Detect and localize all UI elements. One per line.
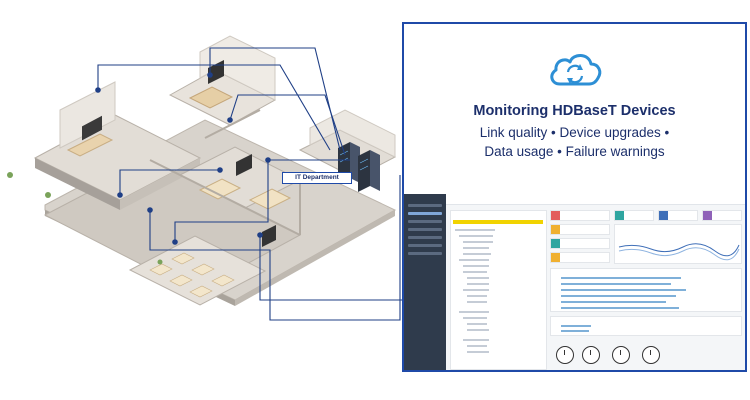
upper-room-screen [208,60,224,84]
device-tree-selected [453,220,543,224]
device-node [95,87,101,93]
floor-edge-right [235,210,395,306]
dashboard-sidebar [404,194,446,370]
dashboard-screenshot [404,194,745,370]
monitoring-panel: Monitoring HDBaseT Devices Link quality … [402,22,747,372]
device-tree [450,210,547,370]
reception-wall-right [120,158,200,210]
center-desk-1 [198,178,242,200]
device-node [265,157,271,163]
device-node [147,207,153,213]
server-racks [338,142,380,192]
center-room-screen [236,154,252,176]
it-department-label: IT Department [282,172,352,184]
device-node [217,167,223,173]
hdbaset-device-nodes [95,72,271,245]
clock-icon [556,346,574,364]
classroom-desks [149,252,235,298]
panel-title: Monitoring HDBaseT Devices [473,103,676,119]
center-desk-2 [248,188,292,210]
device-node [207,72,213,78]
upper-room-back-wall [199,35,276,101]
classroom-screen [262,225,276,247]
reception-screen [82,115,102,141]
device-node [227,117,233,123]
usage-chart [614,224,742,264]
feature-line-1: Link quality • Device upgrades • [479,125,670,140]
clock-icon [642,346,660,364]
feature-line-2: Data usage • Failure warnings [484,144,665,159]
clock-icon [582,346,600,364]
alerts-list [550,268,742,312]
server-room-back-wall [309,109,396,158]
cloud-sync-icon [550,54,602,86]
hdbaset-connection-lines [97,47,410,321]
status-list [550,316,742,336]
meeting-table [188,86,234,109]
dashboard-topbar [446,194,745,205]
reception-desk [66,133,114,157]
dashboard-main [550,210,742,368]
clock-icon [612,346,630,364]
interior-walls [149,109,301,236]
reception-wall-left [35,158,120,210]
device-node [172,239,178,245]
device-node [117,192,123,198]
device-node [257,232,263,238]
plants [7,172,163,265]
